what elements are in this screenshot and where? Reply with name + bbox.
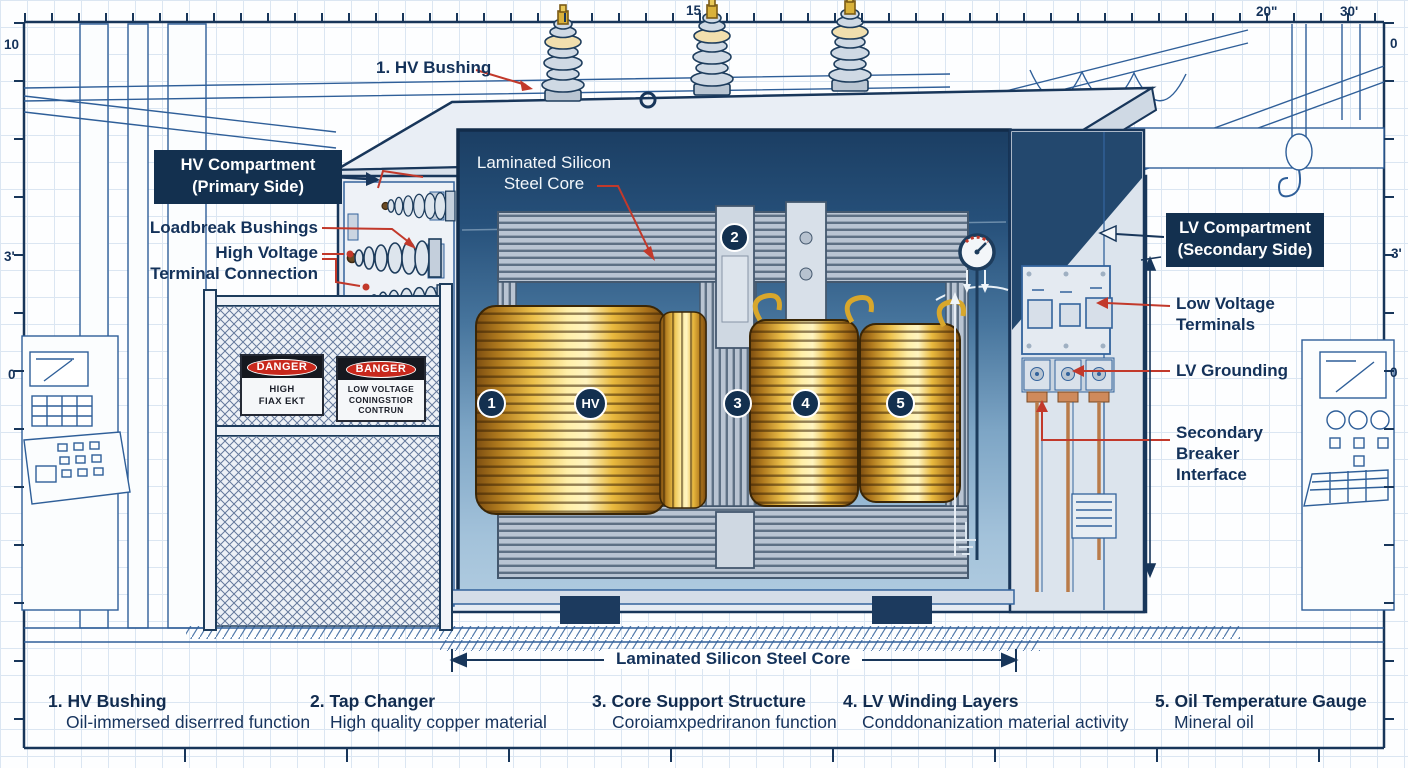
hv-bushing-callout: 1. HV Bushing xyxy=(376,58,492,77)
legend-item-title: 2. Tap Changer xyxy=(310,691,436,711)
louver-vent xyxy=(1071,493,1117,539)
left-control-console xyxy=(21,335,131,611)
leader-lines xyxy=(321,69,1171,672)
windings xyxy=(475,293,966,515)
core-callout: Laminated Silicon Steel Core xyxy=(476,153,612,194)
legend-item-desc: Oil-immersed diserrred function xyxy=(66,712,311,732)
bottom-ruler-ticks xyxy=(24,748,1384,762)
crane-hook-icon xyxy=(1277,169,1302,198)
legend-item-title: 5. Oil Temperature Gauge xyxy=(1155,691,1367,711)
ruler-label: 20" xyxy=(1256,4,1278,19)
badge-hv: HV xyxy=(574,387,607,420)
lv-grounding-callout: LV Grounding xyxy=(1176,361,1289,380)
badge-1: 1 xyxy=(477,389,506,418)
tank-foot xyxy=(560,596,620,624)
lv-terminals-callout: Low Voltage Terminals xyxy=(1176,294,1275,335)
danger-sign-header: BANGER xyxy=(338,358,424,380)
oil-temperature-gauge xyxy=(958,233,996,560)
transformer-tank xyxy=(331,0,1158,624)
legend-item-title: 1. HV Bushing xyxy=(48,691,167,711)
blueprint-background xyxy=(21,23,1395,643)
crane-pulley xyxy=(1285,133,1313,171)
secondary-breaker-callout: Secondary Breaker Interface xyxy=(1176,423,1263,485)
lifting-lug xyxy=(639,91,657,109)
top-ruler-ticks xyxy=(24,13,1384,22)
height-dimension xyxy=(1140,255,1162,579)
legend-item-desc: Coroiamxpedriranon function xyxy=(612,712,837,732)
core-clamp-plate xyxy=(785,201,827,333)
danger-sign-header: DANGER xyxy=(242,356,322,378)
fence-post xyxy=(203,289,217,631)
ruler-label: 15 xyxy=(686,3,702,18)
ground-symbol xyxy=(956,522,976,555)
badge-5: 5 xyxy=(886,389,915,418)
ruler-label: 3' xyxy=(1391,246,1402,261)
ruler-label: 3' xyxy=(4,249,15,264)
ruler-label: 10 xyxy=(4,37,20,52)
legend-item-title: 4. LV Winding Layers xyxy=(843,691,1019,711)
legend-item-desc: Conddonanization material activity xyxy=(862,712,1129,732)
legend-item-desc: Mineral oil xyxy=(1174,712,1254,732)
ruler-label: 0 xyxy=(8,367,16,382)
loadbreak-callout: Loadbreak Bushings xyxy=(149,218,318,237)
oil-level-line xyxy=(935,285,1009,301)
lv-compartment-label: LV Compartment (Secondary Side) xyxy=(1166,213,1324,267)
legend-item-desc: High quality copper material xyxy=(330,712,547,732)
badge-3: 3 xyxy=(723,389,752,418)
ruler-label: 0 xyxy=(1390,36,1398,51)
right-ruler-ticks xyxy=(1384,22,1394,748)
danger-sign-2: BANGER LOW VOLTAGE CONINGSTIOR CONTRUN xyxy=(336,356,426,422)
safety-fence xyxy=(203,283,453,631)
left-ruler-ticks xyxy=(14,22,24,748)
tank-foot xyxy=(872,596,932,624)
oil-level-arrows xyxy=(950,270,989,556)
right-control-console xyxy=(1301,339,1395,611)
bottom-dimension-label: Laminated Silicon Steel Core xyxy=(604,649,863,669)
fence-post xyxy=(439,283,453,631)
hv-terminal-callout: High Voltage Terminal Connection xyxy=(150,243,318,284)
ruler-label: 30' xyxy=(1340,4,1359,19)
badge-2: 2 xyxy=(720,223,749,252)
ground-hatch xyxy=(186,626,1240,651)
ruler-label: 0 xyxy=(1390,365,1398,380)
hv-compartment-label: HV Compartment (Primary Side) xyxy=(154,150,342,204)
badge-4: 4 xyxy=(791,389,820,418)
legend-item-title: 3. Core Support Structure xyxy=(592,691,806,711)
danger-sign-1: DANGER HIGH FIAX EKT xyxy=(240,354,324,416)
